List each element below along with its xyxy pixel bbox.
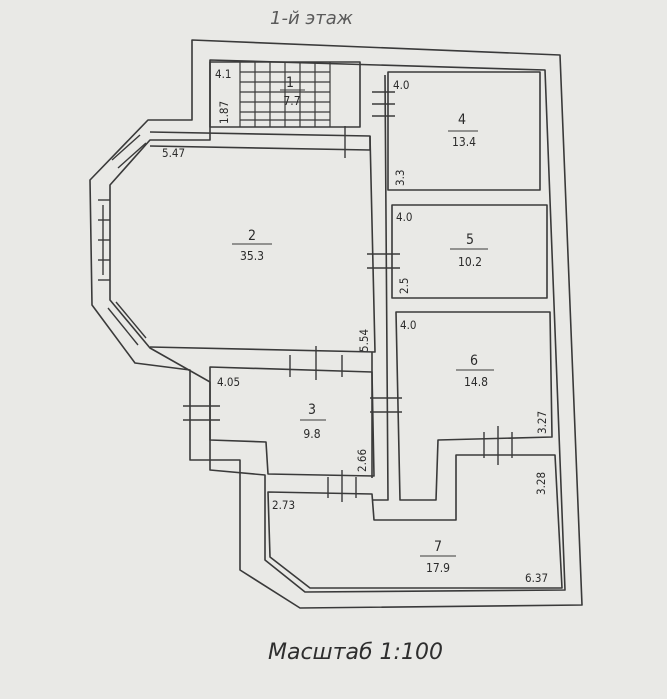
room-7-number: 7	[434, 539, 442, 555]
room-4-area: 13.4	[452, 135, 476, 149]
openings	[98, 91, 513, 502]
dim-r7-height: 3.28	[534, 472, 548, 495]
room-6-number: 6	[470, 353, 478, 369]
stair-treads	[239, 62, 331, 127]
room-7-outline	[267, 454, 563, 589]
room-6-outline	[395, 311, 553, 501]
room-4-number: 4	[458, 112, 466, 128]
room-3-area: 9.8	[303, 427, 320, 441]
outer-wall-inner	[109, 59, 566, 593]
dim-r4-height: 3.3	[393, 170, 407, 186]
dim-r6-height: 3.27	[535, 411, 549, 434]
room-3-outline	[209, 366, 375, 477]
dim-r1-width: 4.1	[215, 67, 231, 81]
room-1-area: 7.7	[283, 94, 300, 108]
dim-r3-height: 2.66	[355, 449, 369, 472]
room-3-number: 3	[308, 402, 316, 418]
dim-r7-length: 6.37	[525, 571, 548, 585]
room-1-number: 1	[286, 75, 294, 91]
dim-r2-height: 5.54	[357, 329, 371, 352]
room-5-outline	[391, 204, 548, 299]
room-2-area: 35.3	[240, 249, 264, 263]
dim-r6-width: 4.0	[400, 318, 416, 332]
floor-title: 1-й этаж	[270, 8, 353, 29]
scale-label: Масштаб 1:100	[268, 640, 443, 665]
dim-r1-height: 1.87	[217, 101, 231, 124]
dim-r5-width: 4.0	[396, 210, 412, 224]
room-2-outline	[149, 135, 376, 353]
room-4-outline	[387, 71, 541, 191]
dim-r7-width: 2.73	[272, 498, 295, 512]
room-2-number: 2	[248, 228, 256, 244]
dim-r2-width: 5.47	[162, 146, 185, 160]
dim-r4-width: 4.0	[393, 78, 409, 92]
room-5-area: 10.2	[458, 255, 482, 269]
dim-r3-width: 4.05	[217, 375, 240, 389]
outer-wall-outer	[89, 39, 583, 609]
room-7-area: 17.9	[426, 561, 450, 575]
room-5-number: 5	[466, 232, 474, 248]
dim-r5-height: 2.5	[397, 278, 411, 294]
room-6-area: 14.8	[464, 375, 488, 389]
